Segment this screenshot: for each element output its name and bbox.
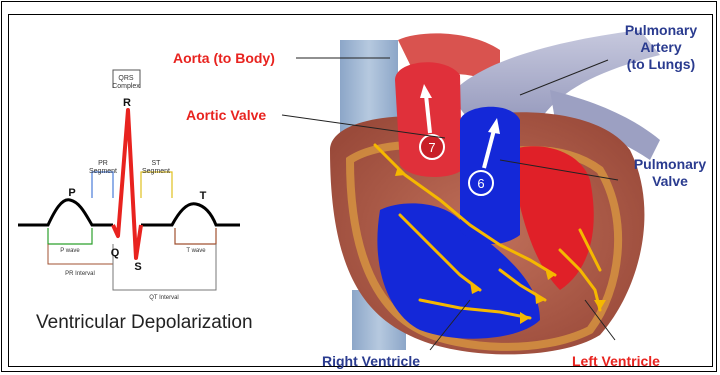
left-ventricle-label: Left Ventricle [572, 353, 660, 370]
aortic-valve-label: Aortic Valve [186, 107, 266, 124]
pulmonary-valve-line2: Valve [620, 173, 720, 190]
aorta-label: Aorta (to Body) [173, 50, 275, 67]
pulmonary-artery-line2: Artery [606, 39, 716, 56]
pulmonary-artery-line1: Pulmonary [606, 22, 716, 39]
pulmonary-artery-label: Pulmonary Artery (to Lungs) [606, 22, 716, 73]
pulmonary-valve-line1: Pulmonary [620, 156, 720, 173]
pulmonary-valve-label: Pulmonary Valve [620, 156, 720, 190]
pulmonary-artery-line3: (to Lungs) [606, 56, 716, 73]
step-6-label: 6 [477, 176, 484, 191]
step-7-label: 7 [428, 140, 435, 155]
right-ventricle-label: Right Ventricle [322, 353, 420, 370]
